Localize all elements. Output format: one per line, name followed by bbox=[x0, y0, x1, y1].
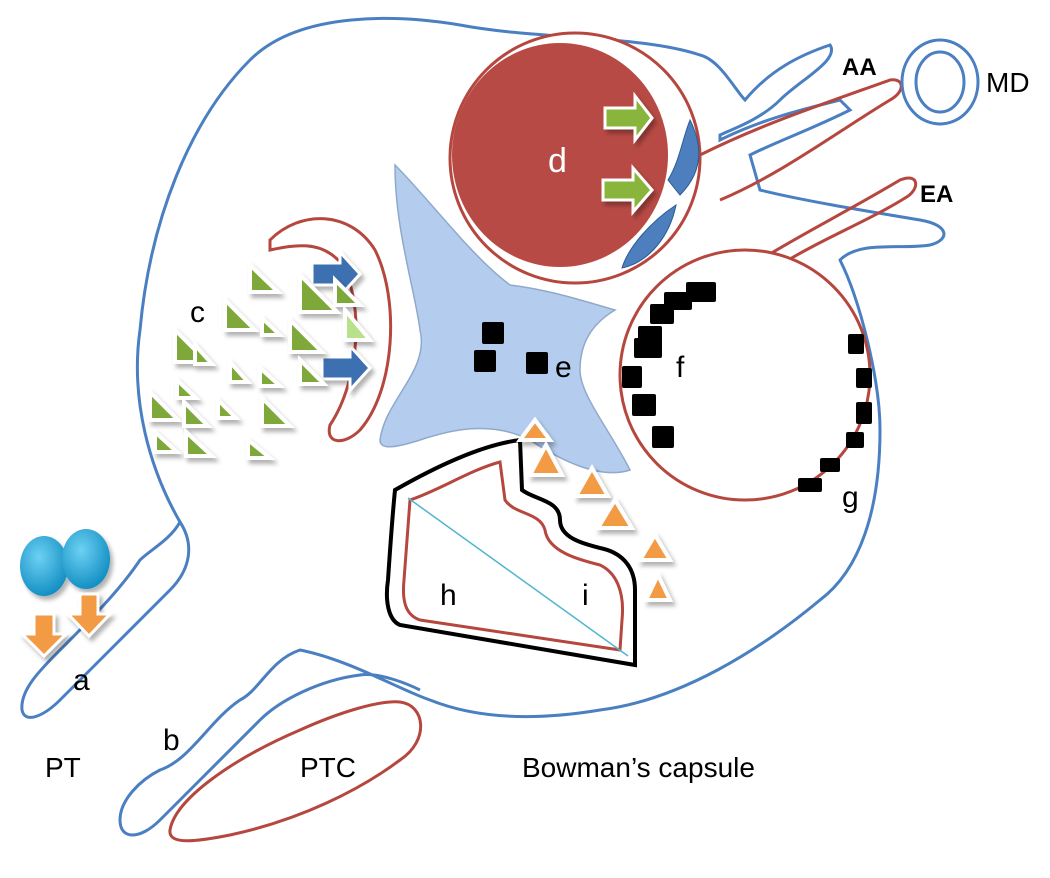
orange-down-arrows bbox=[18, 592, 114, 659]
label-a: a bbox=[73, 664, 90, 697]
proximal-tubule-outline bbox=[20, 519, 191, 719]
green-arrow-1 bbox=[603, 91, 654, 145]
label-e: e bbox=[555, 351, 572, 384]
label-d: d bbox=[548, 142, 567, 180]
podocyte-2 bbox=[621, 203, 677, 269]
black-squares-e bbox=[474, 322, 548, 374]
lesion-red-outline bbox=[401, 460, 625, 652]
label-g: g bbox=[842, 481, 859, 514]
green-arrow-2 bbox=[601, 163, 654, 217]
label-i: i bbox=[582, 579, 589, 612]
mesangium-e bbox=[379, 163, 632, 474]
label-md: MD bbox=[986, 67, 1030, 98]
red-cell-d bbox=[452, 43, 668, 267]
blue-arrow-1 bbox=[310, 248, 363, 300]
orange-triangles bbox=[516, 416, 674, 602]
label-b: b bbox=[163, 724, 180, 757]
label-h: h bbox=[440, 579, 457, 612]
macula-densa-inner bbox=[914, 50, 966, 114]
label-ptc: PTC bbox=[300, 752, 356, 783]
black-squares-f bbox=[622, 282, 716, 448]
lesion-diagonal-line bbox=[407, 497, 629, 657]
cyan-cells bbox=[20, 529, 110, 596]
efferent-arteriole bbox=[759, 176, 918, 267]
label-c: c bbox=[190, 296, 205, 329]
lesion-black-outline bbox=[384, 437, 637, 668]
label-f: f bbox=[676, 351, 685, 384]
black-squares-g bbox=[798, 334, 872, 492]
label-bowmans-capsule: Bowman’s capsule bbox=[522, 752, 755, 783]
podocyte-1 bbox=[667, 118, 700, 196]
blue-arrow-2 bbox=[320, 342, 373, 394]
green-triangle-cluster bbox=[148, 260, 375, 460]
ptc-capillary-outline bbox=[168, 700, 423, 843]
afferent-arteriole bbox=[699, 78, 903, 202]
bowmans-capsule-outline bbox=[118, 16, 946, 837]
label-pt: PT bbox=[45, 752, 81, 783]
macula-densa-outer bbox=[900, 38, 980, 126]
label-aa: AA bbox=[842, 54, 877, 81]
label-ea: EA bbox=[920, 181, 953, 208]
